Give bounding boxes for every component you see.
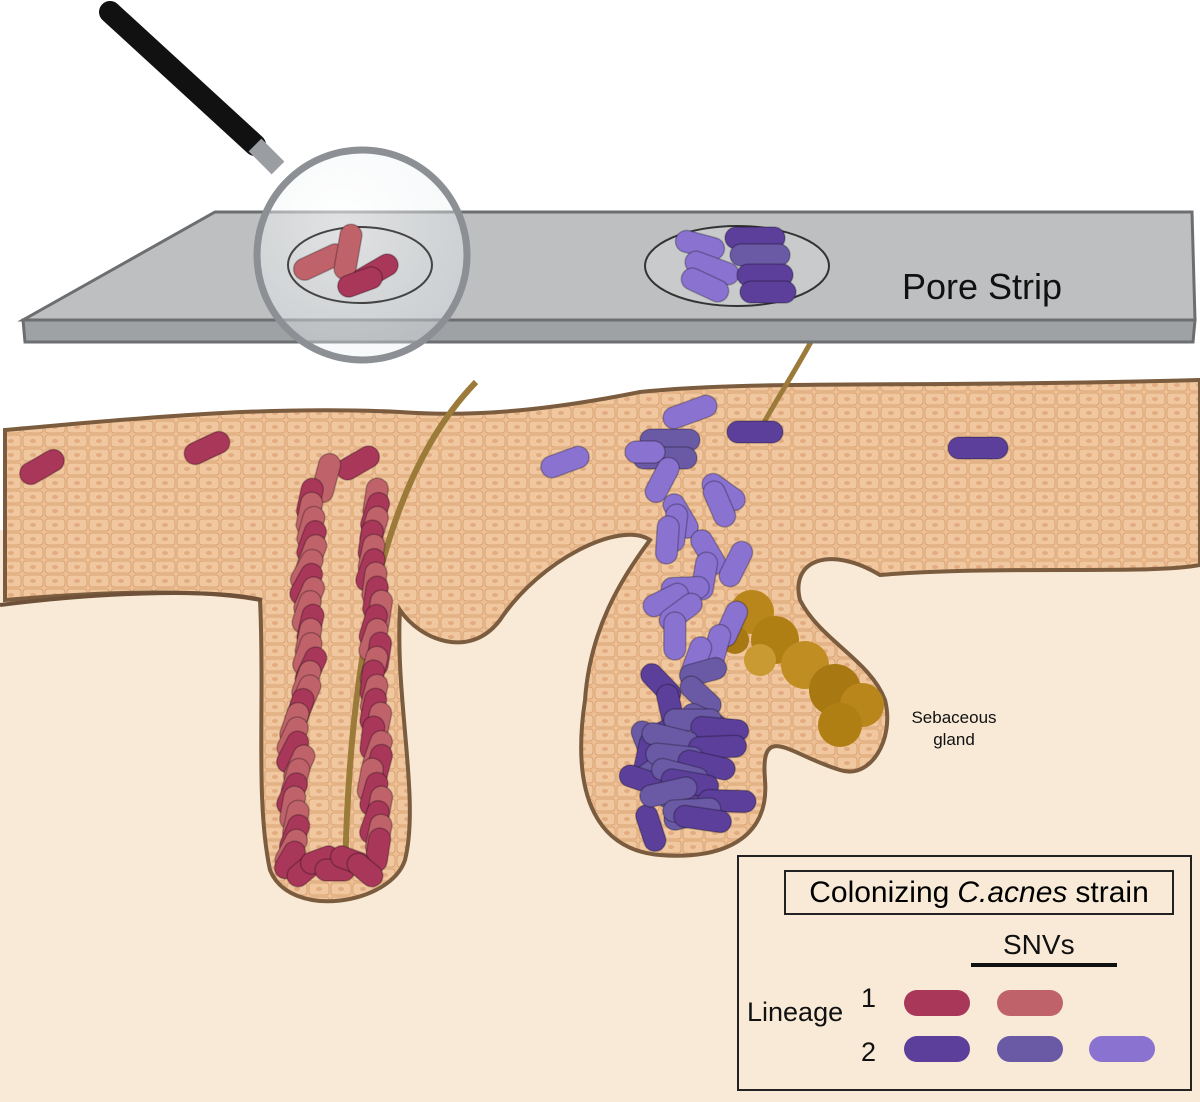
snvs-divider [971, 963, 1117, 967]
legend-title-species: C.acnes [957, 875, 1068, 909]
bacterium-lineage2 [702, 480, 737, 528]
sebum-droplets [721, 590, 884, 747]
bacterium-lineage2 [680, 267, 730, 303]
bacterium-lineage1 [18, 448, 66, 486]
legend-lineage1-snv-a [904, 990, 970, 1016]
legend-lineage2-snv-a [904, 1036, 970, 1062]
legend-title-suffix: strain [1075, 875, 1149, 909]
lineage-2-number: 2 [861, 1037, 877, 1067]
lineage-1-number: 1 [861, 983, 877, 1013]
bacterium-lineage2 [729, 243, 791, 267]
bacterium-lineage2 [673, 804, 733, 834]
bacterium-lineage2 [540, 445, 590, 479]
bacterium-lineage1 [346, 852, 384, 888]
bacterium-lineage2 [726, 420, 784, 444]
legend: Colonizing C.acnes strain SNVs Lineage 1… [737, 855, 1192, 1091]
bacterium-lineage2 [662, 394, 718, 430]
bacterium-lineage2 [654, 515, 680, 565]
hair-left [342, 379, 479, 881]
snvs-label: SNVs [1003, 929, 1075, 960]
bacterium-lineage2 [624, 440, 666, 464]
bacterium-lineage2 [635, 803, 667, 853]
pore-strip-label: Pore Strip [902, 266, 1063, 307]
legend-title: Colonizing C.acnes strain [784, 870, 1174, 915]
dermis-boundary [0, 591, 263, 607]
magnifying-glass-icon [99, 1, 471, 364]
bacterium-lineage1 [183, 430, 231, 466]
bacterium-lineage1 [336, 266, 384, 298]
lineage-label: Lineage [747, 997, 844, 1027]
legend-title-prefix: Colonizing [809, 875, 950, 909]
bacterium-lineage2 [663, 611, 687, 661]
legend-lineage1-snv-b [997, 990, 1063, 1016]
legend-lineage2-snv-c [1089, 1036, 1155, 1062]
bacterium-lineage2 [739, 280, 797, 304]
bacterium-lineage2 [718, 540, 754, 588]
bacterium-lineage2 [644, 456, 681, 504]
legend-lineage2-snv-b [997, 1036, 1063, 1062]
bacterium-lineage2 [947, 436, 1009, 460]
bacteria-layer [18, 223, 1009, 888]
sebaceous-gland-label: Sebaceous gland [911, 708, 997, 749]
